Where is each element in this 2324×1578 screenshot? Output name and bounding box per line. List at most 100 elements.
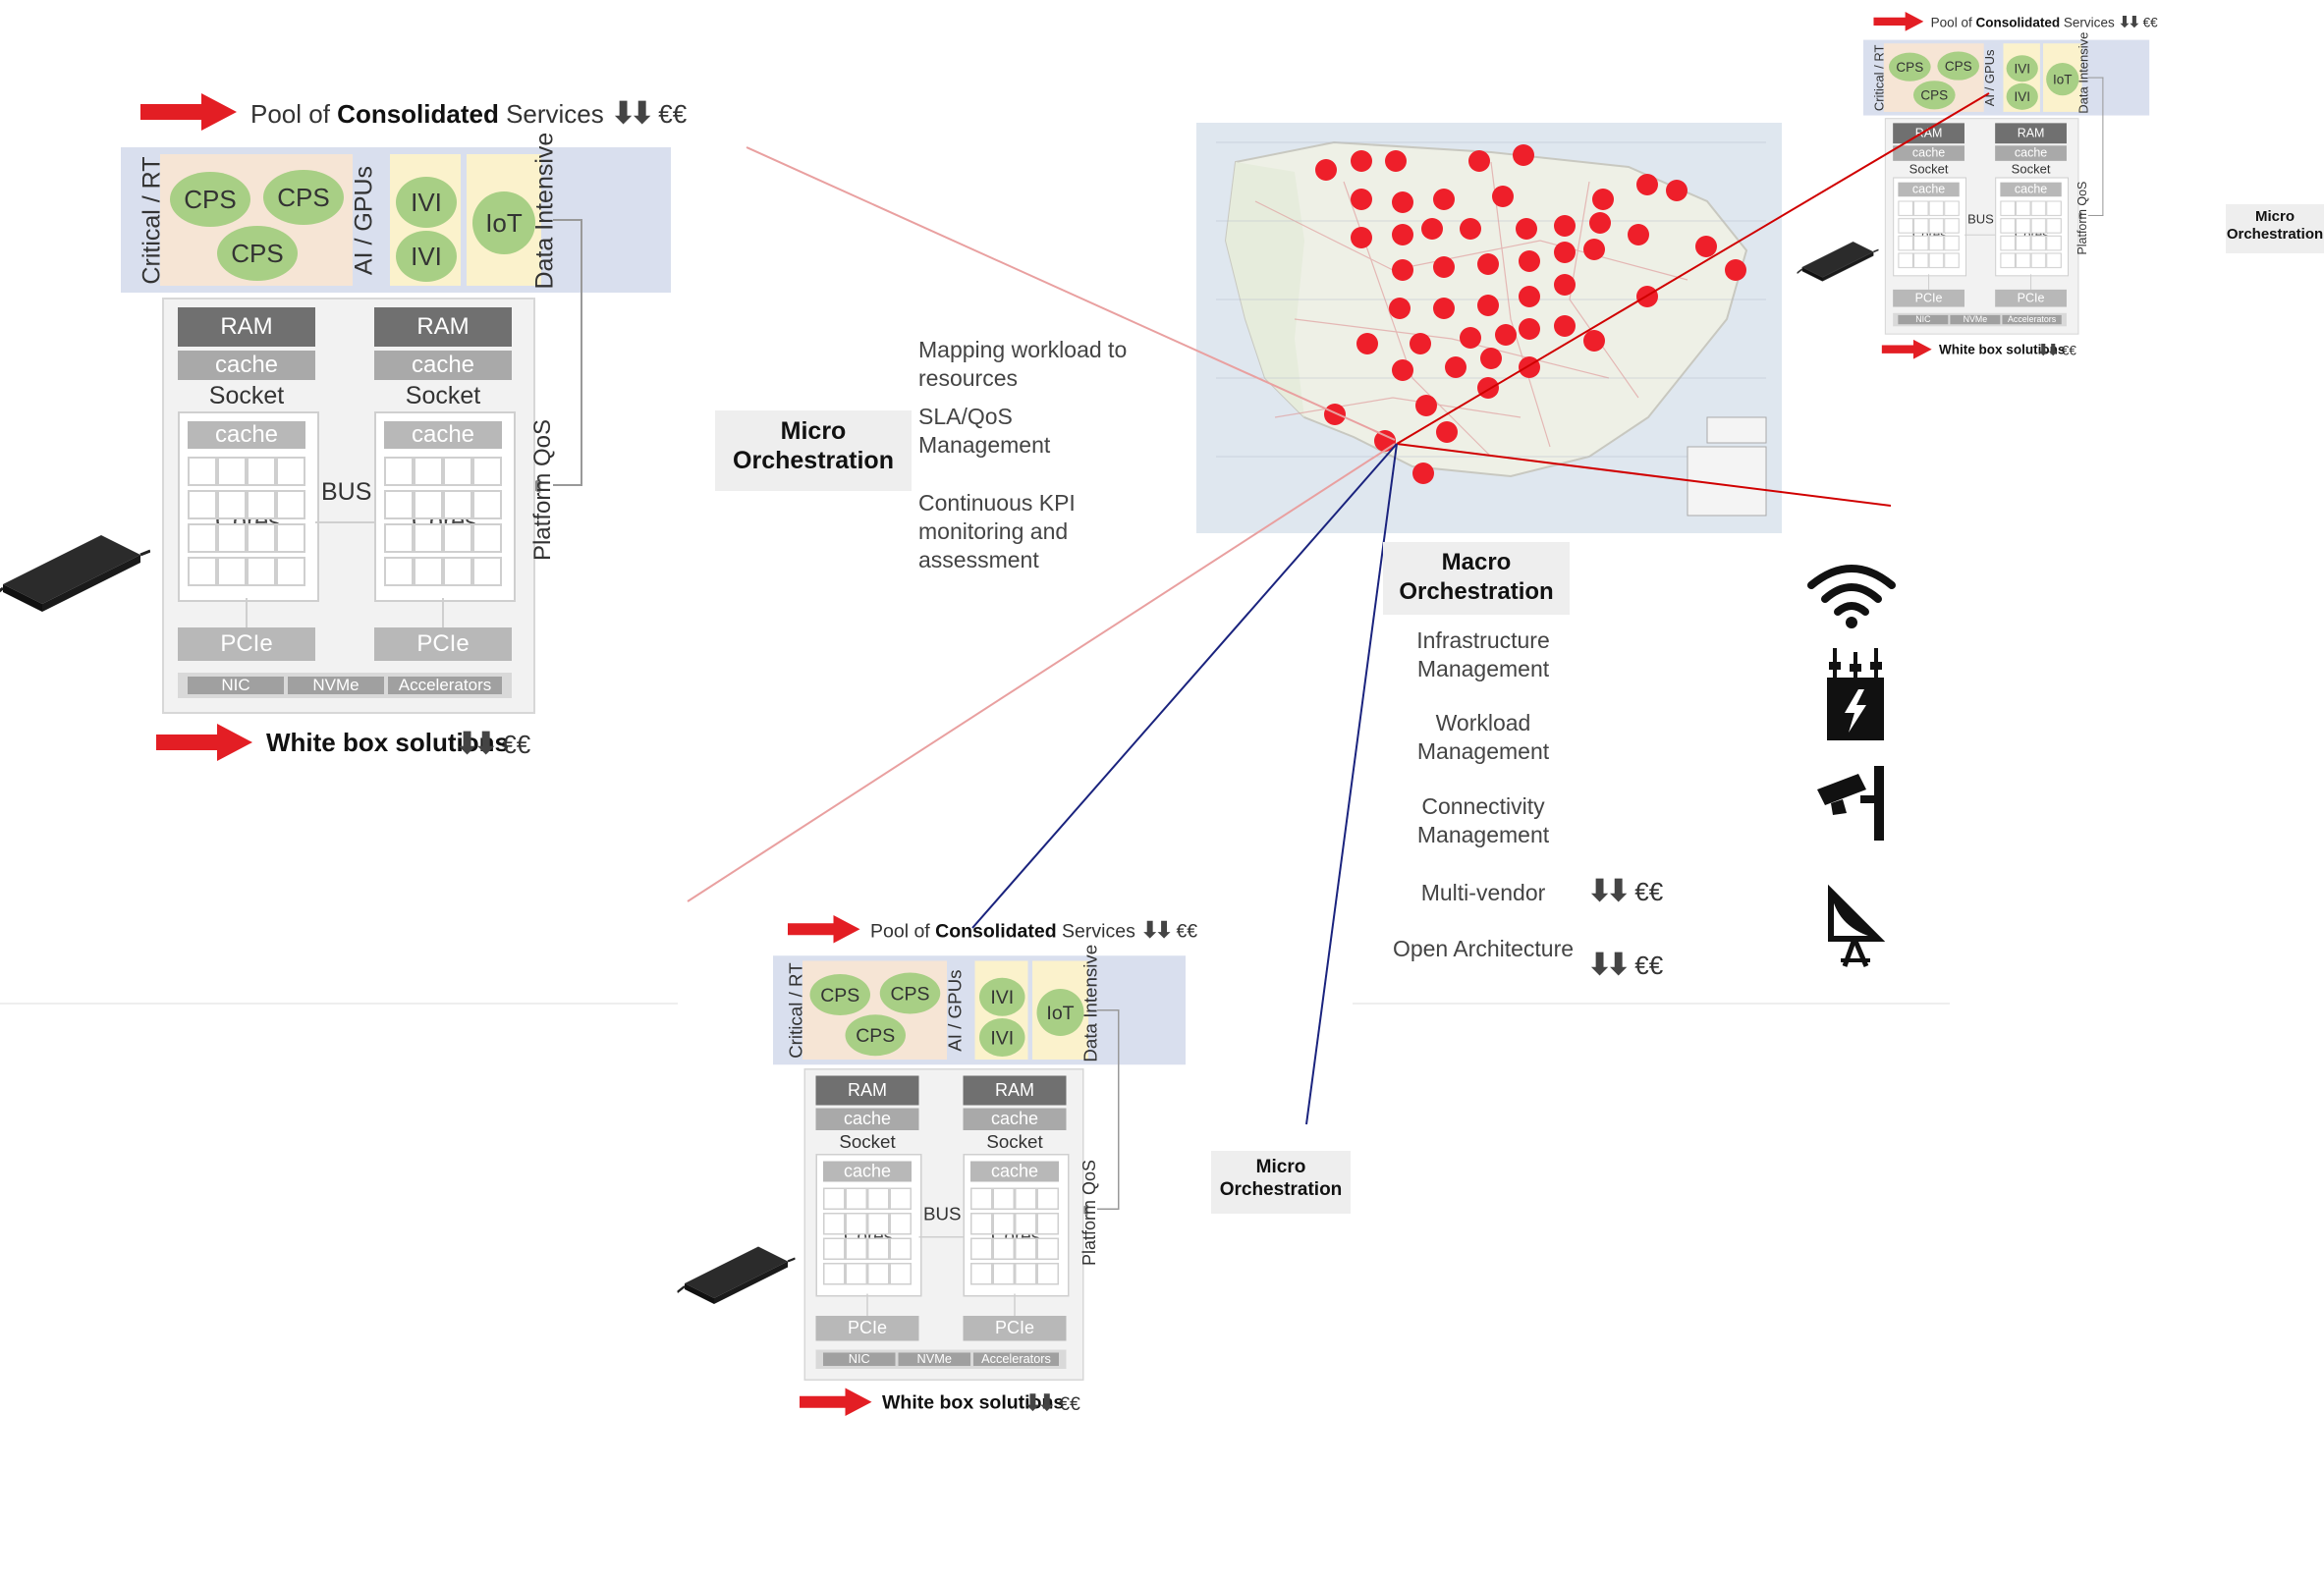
cost-down-icon: ⬇⬇ bbox=[2118, 14, 2140, 31]
site-marker bbox=[1666, 180, 1688, 201]
core-cell bbox=[2030, 252, 2047, 269]
core-cell bbox=[1928, 252, 1945, 269]
core-cell bbox=[2000, 200, 2016, 216]
core-cell bbox=[472, 457, 502, 486]
site-marker bbox=[1392, 191, 1413, 213]
core-cell bbox=[188, 490, 217, 519]
nvme-block: NVMe bbox=[1950, 314, 2001, 325]
site-marker bbox=[1392, 359, 1413, 381]
core-cell bbox=[188, 523, 217, 553]
micro-orchestration-box: Micro Orchestration bbox=[2226, 204, 2324, 253]
core-cell bbox=[443, 557, 472, 586]
white-box-cost: ⬇⬇€€ bbox=[455, 728, 531, 760]
core-cell bbox=[845, 1213, 867, 1235]
edge-node: Pool of Consolidated Services ⬇⬇€€ Criti… bbox=[0, 93, 907, 977]
multivendor-cost: ⬇⬇€€ bbox=[1587, 875, 1664, 907]
core-cell bbox=[1036, 1263, 1059, 1285]
cost-down-icon: ⬇⬇ bbox=[1587, 875, 1631, 907]
core-cell bbox=[384, 490, 414, 519]
cps-service: CPS bbox=[217, 226, 298, 281]
site-marker bbox=[1492, 186, 1514, 207]
cost-down-icon: ⬇⬇ bbox=[455, 728, 498, 760]
socket-label: Socket bbox=[405, 382, 481, 409]
core-cell bbox=[247, 457, 276, 486]
pcie-block: PCIe bbox=[1893, 289, 1964, 307]
site-marker bbox=[1519, 250, 1540, 272]
core-cell bbox=[845, 1237, 867, 1260]
site-marker bbox=[1415, 395, 1437, 416]
site-marker bbox=[1516, 218, 1537, 240]
socket-label: Socket bbox=[208, 382, 285, 409]
core-cell bbox=[217, 490, 247, 519]
core-cell bbox=[1912, 252, 1929, 269]
site-marker bbox=[1392, 224, 1413, 245]
ram-block: RAM bbox=[815, 1075, 919, 1106]
bus-label: BUS bbox=[923, 1204, 962, 1224]
connector-line bbox=[2030, 274, 2032, 290]
core-cell bbox=[472, 490, 502, 519]
core-cell bbox=[1944, 252, 1960, 269]
site-marker bbox=[1324, 404, 1346, 425]
core-cell bbox=[2046, 235, 2062, 251]
core-cell bbox=[1928, 235, 1945, 251]
core-cell bbox=[443, 457, 472, 486]
core-cell bbox=[2046, 252, 2062, 269]
core-cell bbox=[867, 1263, 890, 1285]
security-camera-icon bbox=[1817, 766, 1884, 841]
cps-service: CPS bbox=[1912, 81, 1956, 110]
site-marker bbox=[1695, 236, 1717, 257]
site-marker bbox=[1477, 253, 1499, 275]
core-cell bbox=[845, 1187, 867, 1210]
core-cell bbox=[443, 523, 472, 553]
core-cell bbox=[1015, 1263, 1037, 1285]
core-cell bbox=[414, 557, 443, 586]
cache-block: cache bbox=[815, 1108, 919, 1130]
core-cell bbox=[992, 1263, 1015, 1285]
core-cell bbox=[992, 1237, 1015, 1260]
site-marker bbox=[1433, 256, 1455, 278]
site-marker bbox=[1389, 298, 1411, 319]
site-marker bbox=[1513, 144, 1534, 166]
ivi-service: IVI bbox=[396, 177, 457, 228]
accelerators-block: Accelerators bbox=[388, 676, 502, 694]
core-cell bbox=[2000, 218, 2016, 234]
site-marker bbox=[1356, 333, 1378, 354]
site-marker bbox=[1583, 330, 1605, 352]
cps-service: CPS bbox=[1937, 51, 1980, 81]
site-marker bbox=[1315, 159, 1337, 181]
cps-service: CPS bbox=[809, 974, 870, 1015]
site-marker bbox=[1433, 298, 1455, 319]
site-marker bbox=[1519, 318, 1540, 340]
core-cell bbox=[2000, 235, 2016, 251]
ram-block: RAM bbox=[374, 307, 512, 347]
qos-feedback-bracket bbox=[553, 219, 582, 486]
site-marker bbox=[1445, 356, 1466, 378]
pool-title: Pool of Consolidated Services ⬇⬇€€ bbox=[1930, 14, 2158, 31]
site-marker bbox=[1468, 150, 1490, 172]
ram-block: RAM bbox=[1995, 123, 2067, 144]
bus-label: BUS bbox=[1967, 211, 1994, 227]
site-marker bbox=[1410, 333, 1431, 354]
macro-item-workload: Workload Management bbox=[1416, 710, 1550, 764]
edge-device-image bbox=[1797, 241, 1879, 282]
white-box-label: White box solutions bbox=[1938, 341, 2066, 357]
bus-line bbox=[315, 521, 374, 523]
core-cell bbox=[414, 523, 443, 553]
core-cell bbox=[1898, 200, 1913, 216]
core-cell bbox=[217, 557, 247, 586]
red-arrow-icon bbox=[140, 93, 237, 131]
core-cell bbox=[472, 523, 502, 553]
nic-block: NIC bbox=[1898, 314, 1949, 325]
cache-block: cache bbox=[374, 351, 512, 380]
core-cell bbox=[1912, 200, 1929, 216]
core-cell bbox=[1912, 218, 1929, 234]
core-cell bbox=[823, 1187, 846, 1210]
pcie-block: PCIe bbox=[1995, 289, 2067, 307]
cost-down-icon: ⬇⬇ bbox=[2036, 341, 2060, 359]
accelerators-block: Accelerators bbox=[973, 1352, 1059, 1366]
core-cell bbox=[1036, 1237, 1059, 1260]
micro-desc-kpi: Continuous KPI monitoring and assessment bbox=[918, 490, 1076, 572]
core-cell bbox=[414, 490, 443, 519]
micro-orchestration-box: Micro Orchestration bbox=[1211, 1151, 1351, 1214]
red-arrow-icon bbox=[788, 915, 860, 944]
